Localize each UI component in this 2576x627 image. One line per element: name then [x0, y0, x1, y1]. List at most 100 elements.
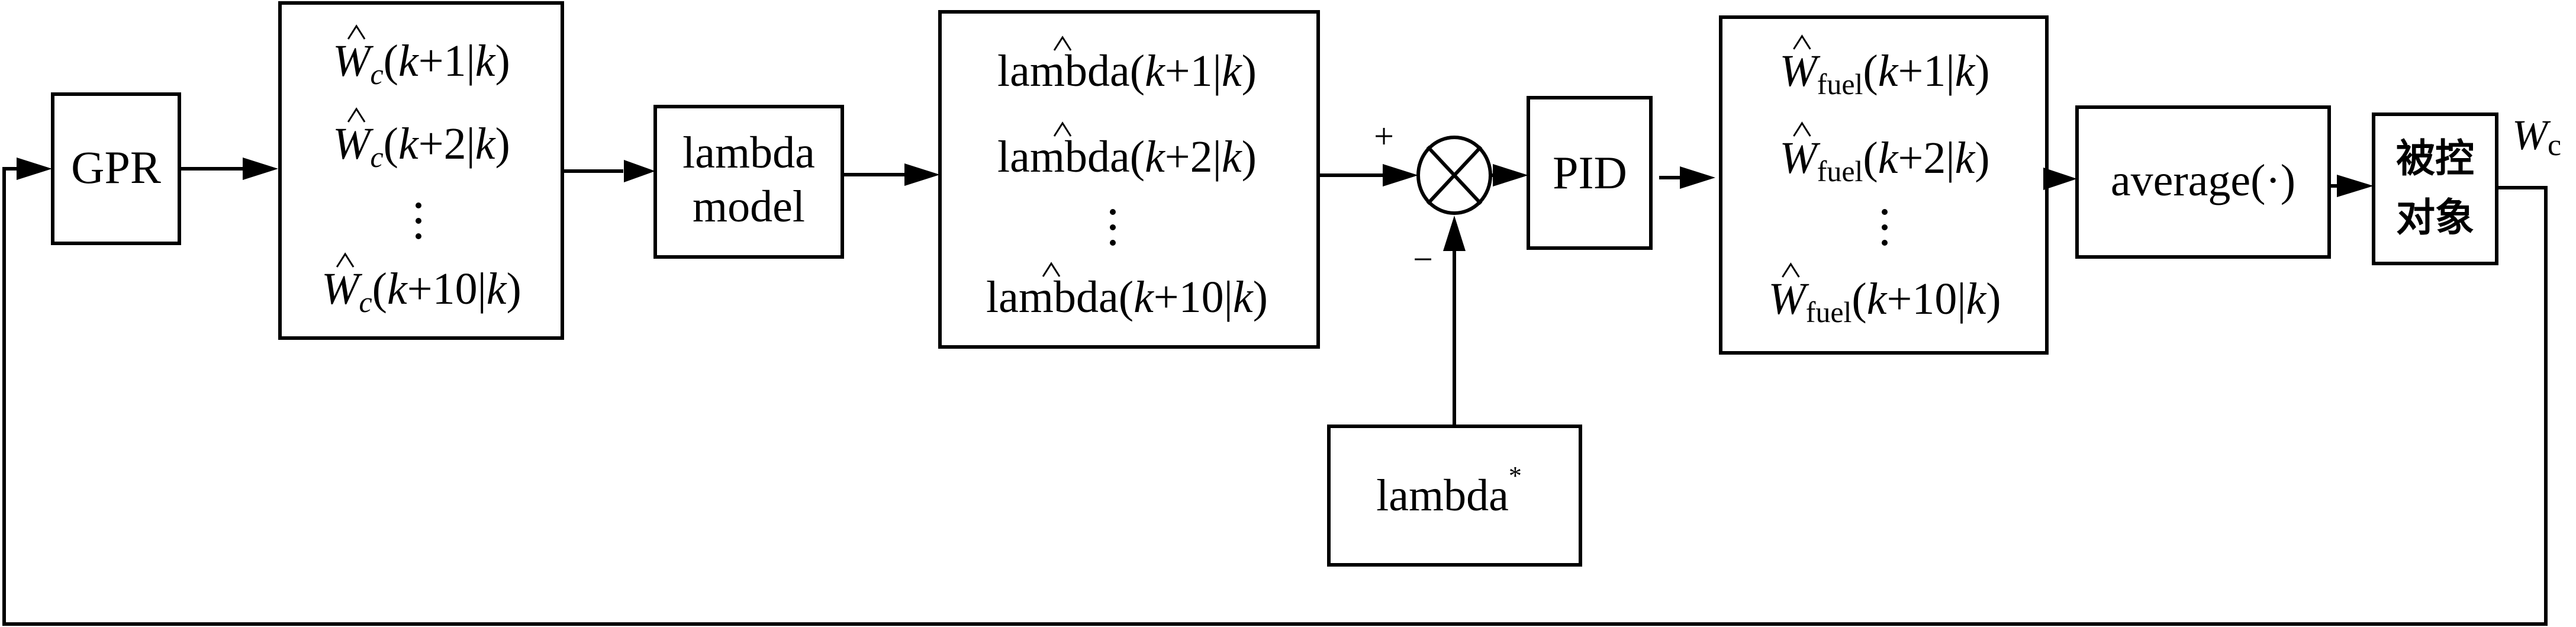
hat-accent — [1793, 121, 1811, 137]
lambda-ref-label: lambda* — [1376, 461, 1522, 520]
lambda-prediction-row: lambda(k+1|k) — [997, 46, 1257, 96]
w-symbol: W — [321, 264, 363, 314]
paren-close: ) — [1242, 46, 1257, 96]
k-var: k — [1222, 132, 1242, 182]
w-symbol: W — [333, 119, 374, 169]
arrow-into-average — [2043, 168, 2077, 190]
k-var: k — [1878, 133, 1899, 183]
pid-label: PID — [1553, 147, 1627, 198]
step-number: 10 — [1912, 274, 1957, 324]
plus: + — [1154, 272, 1179, 322]
paren-open: ( — [372, 264, 387, 314]
k-var: k — [1145, 46, 1165, 96]
step-number: 1 — [1190, 46, 1213, 96]
k-var: k — [475, 119, 496, 169]
vertical-ellipsis-dot — [416, 233, 421, 239]
paren-open: ( — [384, 119, 398, 169]
paren-close: ) — [1975, 133, 1989, 183]
plant-label-line1: 被控 — [2396, 136, 2474, 181]
given-bar: | — [1224, 272, 1233, 322]
wfuel-prediction-row: Wfuel(k+1|k) — [1779, 46, 1989, 101]
step-number: 2 — [1923, 133, 1946, 183]
arrow-into-sum-minus — [1443, 216, 1466, 251]
k-var: k — [398, 119, 419, 169]
vertical-ellipsis-dot — [1882, 209, 1888, 215]
vertical-ellipsis-dot — [1110, 224, 1116, 230]
vertical-ellipsis-dot — [1882, 240, 1888, 246]
vertical-ellipsis-dot — [1882, 224, 1888, 230]
given-bar: | — [478, 264, 487, 314]
k-var: k — [1233, 272, 1254, 322]
arrow-into-gpr — [17, 157, 52, 180]
step-number: 2 — [1190, 132, 1213, 182]
subscript: c — [370, 57, 383, 91]
subscript: fuel — [1817, 155, 1863, 188]
arrow-into-pid — [1493, 164, 1528, 187]
subscript: fuel — [1806, 295, 1852, 329]
w-symbol: W — [1768, 274, 1809, 324]
wfuel-prediction-block: Wfuel(k+1|k)Wfuel(k+2|k)Wfuel(k+10|k) — [1719, 15, 2049, 355]
wc-prediction-row: Wc(k+2|k) — [333, 119, 510, 173]
step-number: 2 — [444, 119, 466, 169]
minus-sign: − — [1413, 240, 1433, 279]
plus: + — [1165, 132, 1190, 182]
paren-open: ( — [1863, 133, 1878, 183]
hat-accent — [336, 252, 355, 268]
vertical-ellipsis-dot — [1110, 209, 1116, 215]
paren-open: ( — [1863, 46, 1878, 96]
k-var: k — [1955, 133, 1976, 183]
vertical-ellipsis-dot — [416, 202, 421, 208]
plus: + — [1898, 133, 1923, 183]
lambda-prediction-block: lambda(k+1|k)lambda(k+2|k)lambda(k+10|k) — [938, 10, 1320, 349]
hat-accent — [1042, 262, 1061, 277]
k-var: k — [1966, 274, 1987, 324]
step-number: 10 — [433, 264, 478, 314]
k-var: k — [1955, 46, 1976, 96]
lambda-model-block: lambda model — [653, 105, 844, 259]
arrow-into-lambda-model — [624, 160, 655, 182]
paren-open: ( — [1119, 272, 1134, 322]
given-bar: | — [1957, 274, 1966, 324]
plus: + — [1165, 46, 1190, 96]
plus: + — [418, 119, 444, 169]
plant-block: 被控 对象 — [2372, 112, 2498, 265]
subscript: c — [359, 285, 372, 319]
subscript: fuel — [1817, 67, 1863, 101]
gpr-label: GPR — [71, 142, 161, 193]
lambda-prediction-row: lambda(k+2|k) — [997, 132, 1257, 182]
paren-close: ) — [495, 36, 510, 86]
lambda-model-label-line1: lambda — [682, 128, 815, 178]
lambda-model-label-line2: model — [693, 182, 805, 231]
k-var: k — [1222, 46, 1242, 96]
k-var: k — [1145, 132, 1165, 182]
k-var: k — [1134, 272, 1154, 322]
vertical-ellipsis-dot — [1110, 240, 1116, 246]
paren-close: ) — [1975, 46, 1989, 96]
arrow-into-wc-pred — [243, 157, 278, 180]
plant-label-line2: 对象 — [2396, 195, 2474, 240]
given-bar: | — [466, 119, 475, 169]
paren-close: ) — [1242, 132, 1257, 182]
pid-block: PID — [1527, 96, 1653, 250]
cross-line-2 — [1426, 145, 1483, 205]
k-var: k — [475, 36, 496, 86]
lambda-reference-block: lambda* — [1327, 425, 1582, 567]
arrow-into-wfuel-pred — [1680, 166, 1715, 189]
plus: + — [1886, 274, 1912, 324]
vertical-ellipsis-dot — [416, 218, 421, 224]
k-var: k — [487, 264, 507, 314]
hat-accent — [1782, 262, 1800, 278]
hat-accent — [1053, 36, 1072, 51]
paren-close: ) — [507, 264, 521, 314]
lambda-symbol: lambda — [997, 46, 1130, 96]
k-var: k — [387, 264, 408, 314]
paren-close: ) — [1986, 274, 2001, 324]
lambda-prediction-row: lambda(k+10|k) — [986, 272, 1268, 322]
output-label: Wc — [2512, 111, 2561, 162]
given-bar: | — [1946, 46, 1954, 96]
arrow-into-lambda-pred — [904, 163, 940, 186]
paren-open: ( — [1130, 46, 1145, 96]
hat-accent — [1793, 34, 1811, 50]
paren-close: ) — [1253, 272, 1268, 322]
